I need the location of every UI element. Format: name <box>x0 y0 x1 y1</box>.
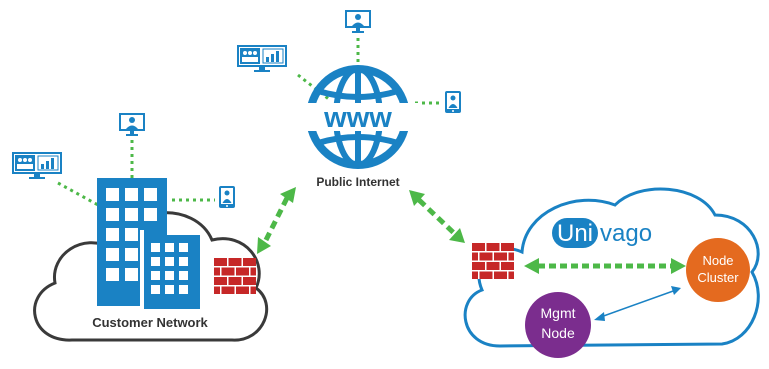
public-internet-label: Public Internet <box>316 175 399 189</box>
www-label: www <box>323 102 392 134</box>
univago-firewall-icon <box>472 243 514 279</box>
node-cluster: Node Cluster <box>686 238 750 302</box>
dotted-links <box>57 38 440 207</box>
customer-monitor-icon <box>119 113 145 136</box>
internet-to-univago-arrow <box>409 190 465 243</box>
node-cluster-label-line2: Cluster <box>697 270 739 285</box>
internet-tablet-icon <box>445 91 461 113</box>
customer-firewall-icon <box>214 258 256 294</box>
internet-to-customer-arrow <box>257 187 296 254</box>
office-building-icon <box>97 178 200 310</box>
logo-uni-text: Uni <box>557 220 593 247</box>
firewall-to-cluster-arrow <box>524 258 686 274</box>
link-meeting-building <box>57 181 99 207</box>
univago-logo: Uni vago <box>552 218 652 248</box>
globe-www-icon: www <box>298 65 418 169</box>
internet-meeting-display-icon <box>236 44 288 73</box>
internet-monitor-icon <box>345 10 371 33</box>
customer-meeting-display-icon <box>11 151 63 180</box>
logo-vago-text: vago <box>600 220 652 247</box>
customer-network-label: Customer Network <box>92 315 208 330</box>
mgmt-node-label-line1: Mgmt <box>541 305 576 321</box>
mgmt-cluster-arrow <box>594 286 681 321</box>
mgmt-node: Mgmt Node <box>525 292 591 358</box>
node-cluster-label-line1: Node <box>702 253 733 268</box>
customer-tablet-icon <box>219 186 235 208</box>
mgmt-node-label-line2: Node <box>541 325 575 341</box>
